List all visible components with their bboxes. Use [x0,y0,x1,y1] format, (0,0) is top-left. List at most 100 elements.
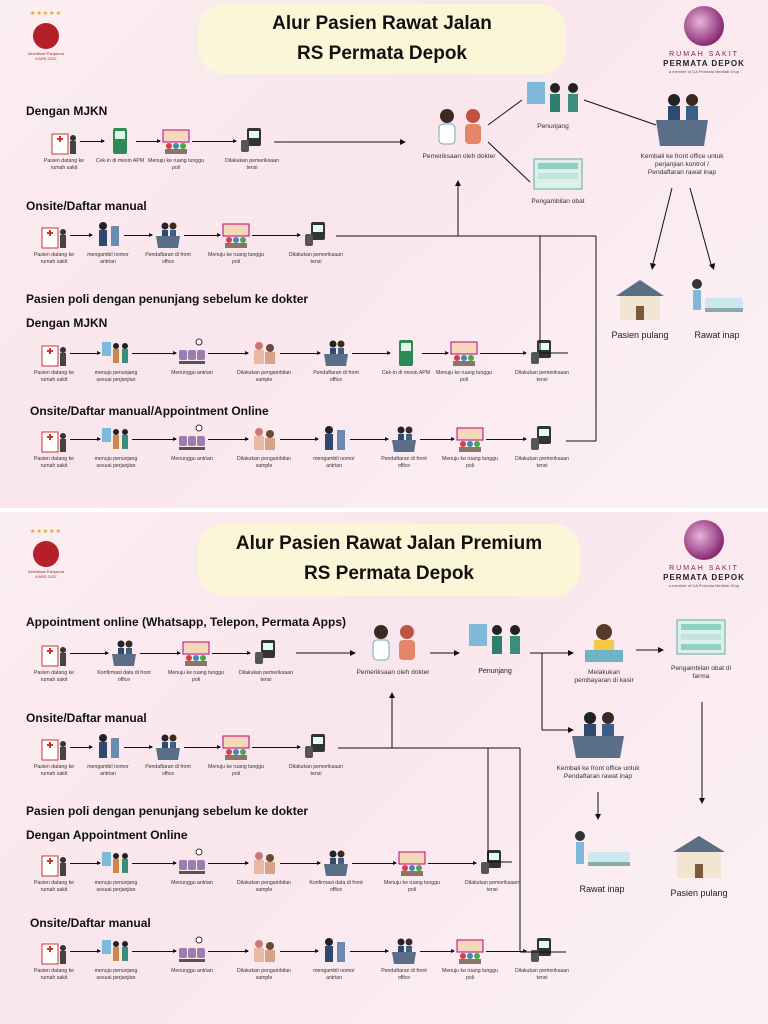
waiting-room-icon [449,338,479,368]
doctor-icon [438,109,481,145]
flow-step: menuju penunjang sesuai perjanjian [88,936,144,981]
section-penunjang-app: Dengan Appointment Online [26,828,188,842]
node-kasir: Melakukan pembayaran di kasir [572,620,636,685]
pemeriksaan-label: Pemeriksaan oleh dokter [356,669,430,676]
hospital-icon [39,936,69,966]
doctor-icon [372,625,415,661]
flow-step-label: Dilakukan pemeriksaan tensi [465,880,519,893]
flow-arrow [280,351,321,355]
flow-arrow [184,233,221,237]
flow-step-label: Konfirmasi data di front office [309,880,363,893]
award-logo: ★★★★★ Akreditasi Paripurna KARS 2022 [24,10,68,61]
flow-step-label: Konfirmasi data di front office [97,670,151,683]
kiosk-icon [105,126,135,156]
flow-step: Dilakukan pemeriksaan tensi [288,732,344,777]
flow-step: Cek-in di mesin APM [92,126,148,165]
flow-arrow [252,233,301,237]
waiting-room-icon [181,638,211,668]
flow-step: Menunggu antrian [164,338,220,377]
flow-step: Menuju ke ruang tunggu poli [442,424,498,469]
stars-icon: ★★★★★ [30,11,62,17]
section-penunjang-mjkn: Dengan MJKN [26,316,108,330]
flow-arrow [280,861,321,865]
lab-staff-icon [101,848,131,878]
flow-step: Dilakukan pengambilan sample [236,338,292,383]
sample-icon [249,338,279,368]
bed-icon [575,831,630,866]
pulang-label: Pasien pulang [611,330,669,340]
queue-number-icon [319,424,349,454]
page-title: Alur Pasien Rawat Jalan Premium RS Perma… [198,524,580,596]
flow-step-label: Menuju ke ruang tunggu poli [442,456,498,469]
hospital-icon [39,638,69,668]
flow-step-label: Pendaftaran di front office [145,252,191,265]
flow-step-label: Pasien datang ke rumah sakit [33,968,75,981]
front-office-icon [656,94,708,146]
flow-step: Pendaftaran di front office [308,338,364,383]
flow-step-label: Pasien datang ke rumah sakit [43,158,85,171]
panel-separator [0,508,768,512]
flow-step-label: Menunggu antrian [171,880,213,886]
award-text: Akreditasi Paripurna KARS 2022 [27,51,65,61]
front-office-icon [572,712,624,758]
title-line-1: Alur Pasien Rawat Jalan Premium [235,533,543,554]
stars-icon: ★★★★★ [30,529,62,535]
flow-step: Pendaftaran di front office [376,424,432,469]
flow-step-label: Dilakukan pengambilan sample [237,456,291,469]
flow-step-label: Cek-in di mesin APM [95,158,145,164]
brand-logo: RUMAH SAKIT PERMATA DEPOK a member of UA… [645,6,763,75]
flow-step: mengambil nomor antrian [306,936,362,981]
waiting-chairs-icon [177,424,207,454]
waiting-room-icon [455,424,485,454]
waiting-room-icon [397,848,427,878]
flow-arrow [70,949,101,953]
flow-step-label: Cek-in di mesin APM [381,370,431,376]
flow-step: Menuju ke ruang tunggu poli [208,732,264,777]
flow-arrow [132,437,177,441]
waiting-chairs-icon [177,848,207,878]
section-penunjang-onsite: Onsite/Daftar manual [30,916,151,930]
gem-icon [684,520,724,560]
flow-arrow [422,351,449,355]
flow-step: Pendaftaran di front office [140,732,196,777]
node-rawat-inap: Rawat inap [566,828,638,895]
flow-step-label: Menuju ke ruang tunggu poli [436,370,492,383]
flow-arrow [208,949,249,953]
flow-arrow [184,745,221,749]
flow-step: Menunggu antrian [164,848,220,887]
flow-arrow [352,861,397,865]
section-appointment: Appointment online (Whatsapp, Telepon, P… [26,615,347,629]
flow-step-label: Dilakukan pemeriksaan tensi [225,158,279,171]
flow-step: Menuju ke ruang tunggu poli [208,220,264,265]
section-mjkn: Dengan MJKN [26,104,108,118]
flow-step-label: Dilakukan pengambilan sample [237,880,291,893]
queue-number-icon [93,220,123,250]
flow-step-label: Pasien datang ke rumah sakit [33,670,75,683]
brand-rs: RUMAH SAKIT [669,51,739,58]
flow-step: Dilakukan pemeriksaan tensi [288,220,344,265]
flow-arrow [486,949,527,953]
penunjang-label: Penunjang [537,123,569,130]
flow-arrow [70,351,101,355]
flow-step: Dilakukan pemeriksaan tensi [514,424,570,469]
flow-step: Menuju ke ruang tunggu poli [168,638,224,683]
flow-arrow [70,745,93,749]
section-penunjang: Pasien poli dengan penunjang sebelum ke … [26,804,309,818]
title-line-1: Alur Pasien Rawat Jalan [272,13,492,34]
hospital-icon [49,126,79,156]
queue-number-icon [319,936,349,966]
flow-step: Pasien datang ke rumah sakit [26,936,82,981]
waiting-room-icon [455,936,485,966]
flow-step-label: Menuju ke ruang tunggu poli [208,764,264,777]
flow-arrow [70,233,93,237]
flow-step: Dilakukan pemeriksaan tensi [238,638,294,683]
flow-step-label: Pendaftaran di front office [313,370,359,383]
flow-step: mengambil nomor antrian [80,732,136,777]
flow-step-label: mengambil nomor antrian [313,968,355,981]
node-penunjang: Penunjang [520,78,586,131]
brand-sub: a member of UA Permata Medilab Grup [668,69,740,74]
flow-step-label: mengambil nomor antrian [87,252,129,265]
node-kembali: Kembali ke front office untuk Pendaftara… [556,708,640,781]
flow-step: Menuju ke ruang tunggu poli [442,936,498,981]
flow-step-label: Pasien datang ke rumah sakit [33,880,75,893]
